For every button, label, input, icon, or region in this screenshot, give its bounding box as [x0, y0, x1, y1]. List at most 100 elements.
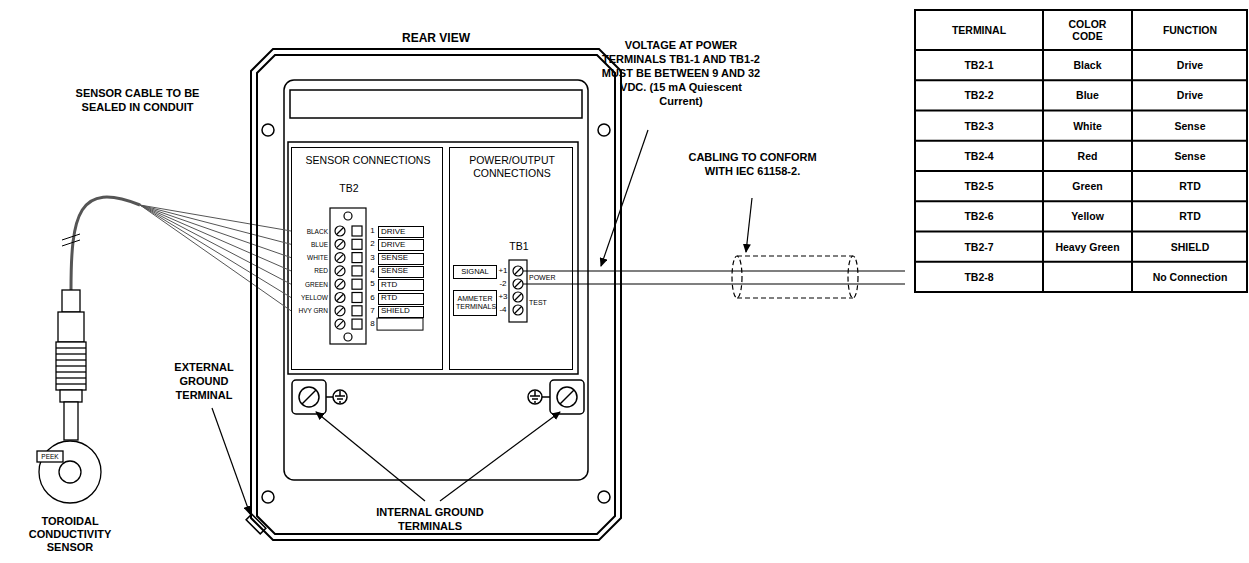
terminal-block-tb1 — [515, 307, 521, 313]
terminal-block-tb2 — [330, 208, 366, 344]
terminal-block-tb2 — [352, 253, 362, 263]
terminal-number: +1 — [497, 266, 509, 276]
box-label: SIGNAL — [454, 268, 496, 276]
table-cell: SHIELD — [1132, 232, 1248, 262]
power-cable — [737, 297, 853, 298]
terminal-block-tb2 — [337, 321, 343, 327]
terminal-block-tb1 — [515, 294, 521, 300]
terminal-number: 1 — [368, 226, 377, 236]
power-cable — [523, 256, 905, 298]
view-title: REAR VIEW — [250, 31, 622, 46]
power-cable — [523, 283, 905, 284]
housing-detail — [262, 124, 274, 136]
panel-heading: SENSOR CONNECTIONS — [294, 154, 442, 167]
ground-terminal — [292, 380, 326, 414]
terminal-number: -4 — [497, 305, 509, 315]
table-grid — [915, 231, 1247, 233]
table-cell: Sense — [1132, 141, 1248, 171]
terminal-block-name: TB2 — [329, 182, 369, 195]
terminal-block-tb1 — [513, 305, 523, 315]
table-header: TERMINAL — [915, 10, 1043, 50]
table-grid — [915, 110, 1247, 112]
terminal-block-tb2 — [337, 241, 343, 247]
table-grid — [1131, 10, 1133, 292]
terminal-block-tb2 — [335, 253, 345, 263]
terminal-function-box: SENSE — [378, 253, 424, 265]
toroidal-sensor — [56, 383, 86, 384]
table-cell: White — [1043, 111, 1132, 141]
table-cell: RTD — [1132, 171, 1248, 201]
terminal-number: 7 — [368, 306, 377, 316]
note: CABLING TO CONFORM WITH IEC 61158-2. — [680, 150, 825, 178]
leader-arrow — [440, 412, 560, 501]
box-label: SHIELD — [379, 307, 423, 316]
ground-terminal — [530, 395, 540, 397]
ground-terminal — [532, 398, 538, 400]
terminal-block-tb2 — [335, 266, 345, 276]
callout: INTERNAL GROUND TERMINALS — [360, 505, 500, 533]
terminal-number: 4 — [368, 266, 377, 276]
table-cell: Red — [1043, 141, 1132, 171]
material-marking: PEEK — [39, 452, 61, 461]
terminal-block-tb2 — [337, 255, 343, 261]
leader-arrow — [212, 408, 250, 514]
terminal-number: 5 — [368, 279, 377, 289]
ground-terminal — [337, 398, 343, 400]
ground-terminal — [299, 387, 319, 407]
terminal-function-box: RTD — [378, 279, 424, 291]
terminal-block-tb2 — [335, 319, 345, 329]
toroidal-sensor — [37, 451, 63, 462]
toroidal-sensor — [56, 365, 86, 366]
table-cell: TB2-2 — [915, 80, 1043, 110]
terminal-block-tb1 — [513, 266, 523, 276]
table-cell: TB2-5 — [915, 171, 1043, 201]
note: SENSOR CABLE TO BE SEALED IN CONDUIT — [55, 86, 220, 114]
terminal-number: 6 — [368, 293, 377, 303]
empty-terminal-box — [377, 318, 423, 330]
table-header: COLOR CODE — [1043, 10, 1132, 50]
table-cell: Green — [1043, 171, 1132, 201]
table-cell: Drive — [1132, 50, 1248, 80]
box-label: SENSE — [379, 254, 423, 263]
terminal-block-tb2 — [335, 306, 345, 316]
terminal-function-box: SHIELD — [378, 306, 424, 318]
pin-name: TEST — [529, 298, 561, 307]
terminal-block-tb2 — [335, 293, 345, 303]
ground-terminal — [292, 380, 584, 414]
terminal-block-tb2 — [337, 295, 343, 301]
empty-terminal-box — [377, 318, 423, 330]
sensor-cable — [140, 205, 291, 258]
terminal-block-tb2 — [344, 333, 352, 341]
ground-terminal — [550, 380, 584, 414]
terminal-block-tb2 — [352, 279, 362, 289]
ground-terminal — [542, 396, 550, 398]
sensor-cable — [71, 197, 140, 290]
table-cell: TB2-6 — [915, 201, 1043, 231]
wire-color: GREEN — [292, 280, 328, 289]
terminal-block-tb2 — [352, 293, 362, 303]
terminal-block-tb1 — [509, 260, 527, 322]
sensor-cable — [140, 205, 291, 284]
terminal-block-tb2 — [344, 212, 352, 220]
toroidal-sensor — [37, 290, 101, 503]
terminal-block-name: TB1 — [504, 240, 534, 253]
signal-box: SIGNAL — [453, 265, 497, 279]
housing-edge — [257, 55, 615, 534]
housing-detail — [288, 142, 578, 374]
wire-color: WHITE — [292, 253, 328, 262]
ground-terminal — [339, 401, 341, 403]
ground-terminal — [302, 390, 316, 404]
sensor-cable — [62, 234, 80, 240]
table-grid — [915, 10, 1247, 292]
table-cell: Yellow — [1043, 201, 1132, 231]
terminal-block-tb2 — [352, 239, 362, 249]
sensor-cable — [140, 205, 291, 271]
box-label: DRIVE — [379, 241, 423, 250]
terminal-block-tb2 — [337, 308, 343, 314]
housing-detail — [598, 124, 610, 136]
housing-edge — [251, 49, 621, 540]
connection-panel: POWER/OUTPUT CONNECTIONSTB1SIGNALAMMETER… — [449, 147, 573, 370]
table-cell: TB2-7 — [915, 232, 1043, 262]
housing-detail — [598, 491, 610, 503]
